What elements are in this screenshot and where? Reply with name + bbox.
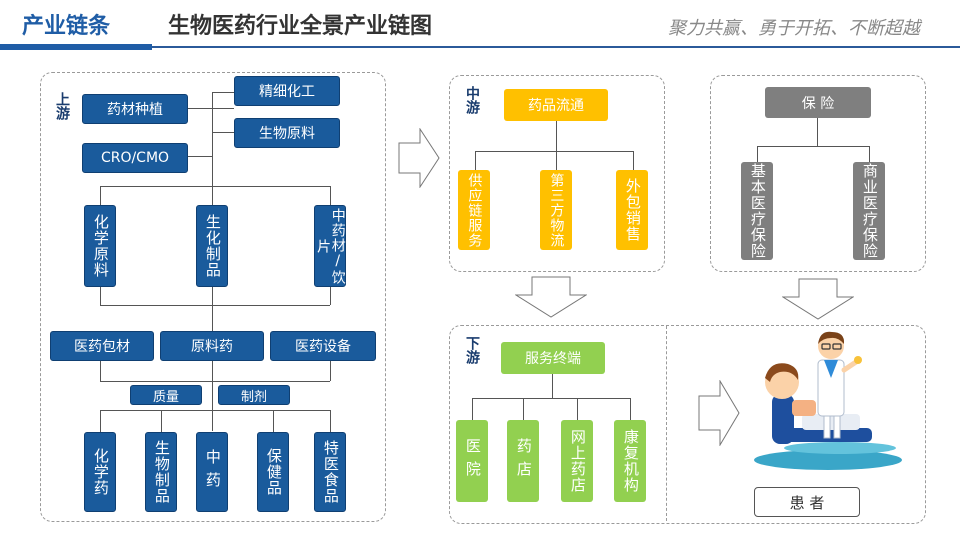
downstream-divider <box>666 326 667 521</box>
header-accent-bar <box>0 44 152 50</box>
support-api: 原料药 <box>160 331 264 361</box>
downstream-label: 下游 <box>464 336 480 364</box>
section-category: 产业链条 <box>22 14 111 39</box>
upstream-label: 上游 <box>54 92 70 120</box>
downstream-panel <box>449 325 926 524</box>
arrow-down-icon <box>782 278 854 320</box>
downstream-head: 服务终端 <box>501 342 605 374</box>
terminal-rehab: 康复机构 <box>614 420 646 502</box>
arrow-down-icon <box>515 276 587 318</box>
input-bio-materials: 生物原料 <box>234 118 340 148</box>
page-title: 生物医药行业全景产业链图 <box>168 14 433 39</box>
support-equipment: 医药设备 <box>270 331 376 361</box>
midstream-panel <box>449 75 665 272</box>
slogan: 聚力共赢、勇于开拓、不断超越 <box>668 18 920 39</box>
upstream-panel <box>40 72 386 522</box>
product-chemical-drugs: 化学药 <box>84 432 116 512</box>
patient-box: 患 者 <box>754 487 860 517</box>
material-biochemical: 生化制品 <box>196 205 228 287</box>
input-herb-planting: 药材种植 <box>82 94 188 124</box>
factor-quality: 质量 <box>130 385 202 405</box>
mid-outsourced-sales: 外包销售 <box>616 170 648 250</box>
mid-third-party-logistics: 第三方物流 <box>540 170 572 250</box>
input-cro-cmo: CRO/CMO <box>82 143 188 173</box>
arrow-right-icon <box>698 380 740 446</box>
terminal-pharmacy: 药店 <box>507 420 539 502</box>
factor-formulation: 制剂 <box>218 385 290 405</box>
terminal-online-pharmacy: 网上药店 <box>561 420 593 502</box>
insurance-panel <box>710 75 926 272</box>
midstream-label: 中游 <box>464 86 480 114</box>
product-biologics: 生物制品 <box>145 432 177 512</box>
basic-medical-insurance: 基本医疗保险 <box>741 162 773 260</box>
product-tcm: 中药 <box>196 432 228 512</box>
arrow-right-icon <box>398 128 440 188</box>
insurance-head: 保 险 <box>765 87 871 118</box>
mid-supply-chain: 供应链服务 <box>458 170 490 250</box>
input-fine-chemicals: 精细化工 <box>234 76 340 106</box>
header-divider <box>0 46 960 48</box>
terminal-hospital: 医院 <box>456 420 488 502</box>
material-chemical: 化学原料 <box>84 205 116 287</box>
midstream-head: 药品流通 <box>504 89 608 121</box>
support-packaging: 医药包材 <box>50 331 154 361</box>
product-health-products: 保健品 <box>257 432 289 512</box>
doctor-patient-illustration <box>754 331 902 470</box>
product-medical-foods: 特医食品 <box>314 432 346 512</box>
commercial-medical-insurance: 商业医疗保险 <box>853 162 885 260</box>
material-tcm-herbs: 中药材/饮片 <box>314 205 346 287</box>
